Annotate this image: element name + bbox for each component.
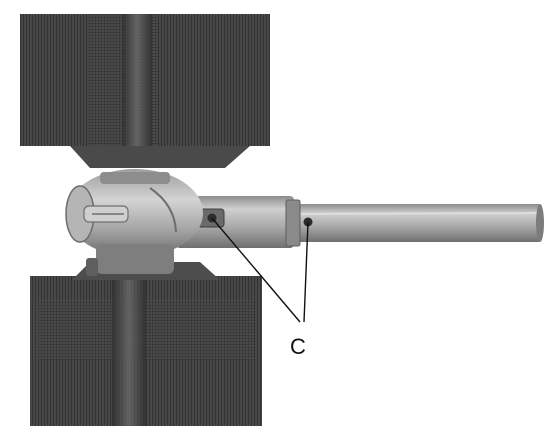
drive-shaft: [290, 204, 544, 242]
upper-brush: [20, 14, 270, 168]
callout-label-c: C: [290, 334, 306, 359]
center-hub: [65, 169, 203, 276]
callout-leader-lines: [211, 217, 309, 323]
lower-brush: [30, 262, 262, 426]
